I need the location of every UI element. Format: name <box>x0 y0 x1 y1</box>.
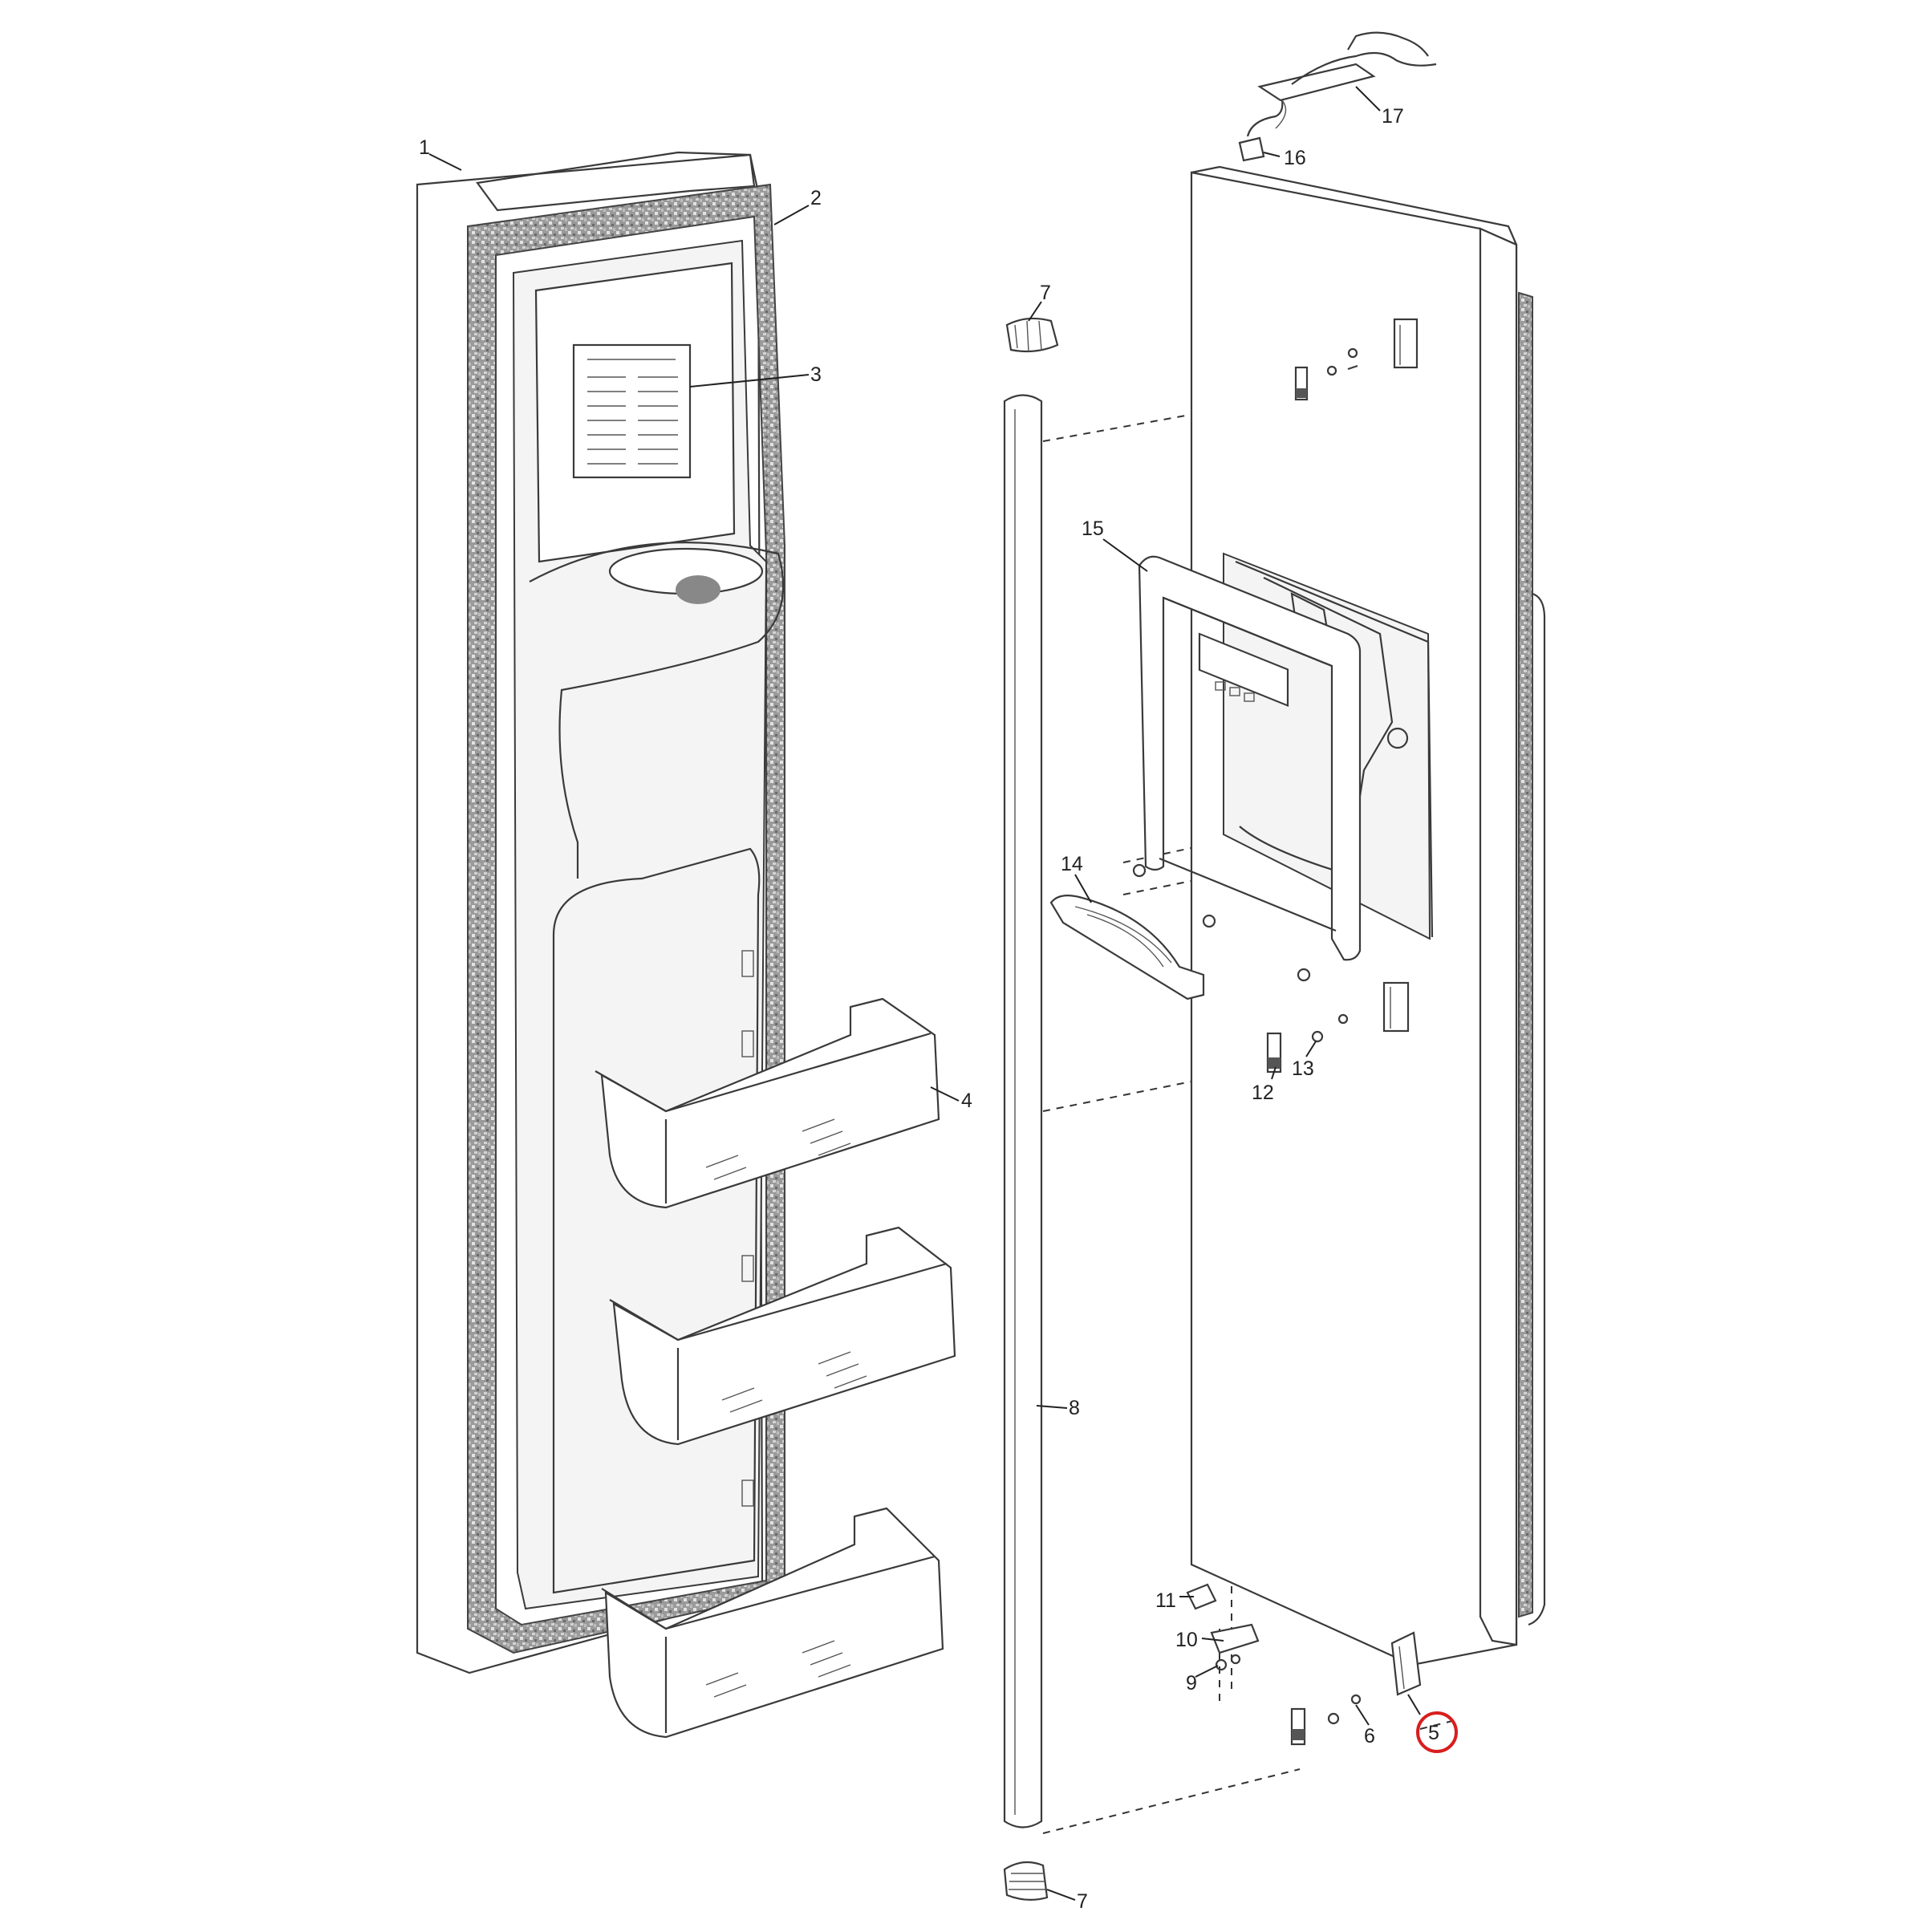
callout-9: 9 <box>1186 1672 1197 1695</box>
door-bin-middle <box>609 1226 956 1446</box>
screw-icon <box>1230 1654 1241 1665</box>
control-buttons <box>1215 681 1255 702</box>
handle-end-cap-top <box>1005 317 1059 353</box>
callout-11: 11 <box>1155 1589 1176 1612</box>
ice-chute-flap <box>676 575 720 604</box>
door-top-edge <box>1191 165 1518 246</box>
callout-5: 5 <box>1428 1722 1439 1744</box>
door-bin-upper <box>595 997 940 1209</box>
washer-icon <box>1350 1694 1362 1705</box>
callout-7-bottom: 7 <box>1077 1890 1088 1913</box>
callout-17: 17 <box>1382 105 1404 128</box>
control-display <box>1198 632 1289 707</box>
door-side-edge <box>1479 227 1518 1646</box>
hinge-bracket-top <box>1393 318 1419 369</box>
shelf-slot <box>741 1030 754 1057</box>
hinge-cover <box>1390 1631 1422 1696</box>
hinge-bushing <box>1186 1583 1217 1610</box>
hardware <box>1132 31 1437 1746</box>
dispenser-control-panel <box>1138 555 1362 961</box>
lower-cavity <box>552 847 761 1594</box>
callout-labels: 1 2 3 4 5 6 7 8 7 9 10 11 12 13 14 15 16… <box>419 105 1439 1913</box>
door-handle <box>1003 394 1043 1828</box>
callout-3: 3 <box>810 363 822 386</box>
screw-icon <box>1297 968 1311 982</box>
washer-icon <box>1326 365 1337 376</box>
callout-8: 8 <box>1069 1397 1080 1419</box>
drip-tray <box>1049 895 1205 1000</box>
washer-icon <box>1311 1030 1324 1043</box>
callout-6: 6 <box>1364 1725 1375 1747</box>
left-door-assembly <box>416 151 785 1674</box>
callout-1: 1 <box>419 136 430 159</box>
dispenser-recess <box>1223 552 1431 940</box>
shelf-slot <box>741 1479 754 1507</box>
dispenser-housing <box>529 542 785 879</box>
callout-4: 4 <box>961 1090 972 1112</box>
hinge-plate <box>1210 1623 1260 1654</box>
washer-icon <box>1347 347 1358 359</box>
handle-end-cap-bottom <box>1003 1861 1049 1901</box>
washer-icon <box>1337 1013 1349 1025</box>
shelf-slot <box>741 1255 754 1282</box>
screw-icon <box>1132 863 1147 878</box>
instruction-label <box>572 343 692 479</box>
callout-13: 13 <box>1292 1057 1314 1080</box>
top-hinge-wire-harness <box>1238 31 1437 162</box>
right-door-gasket <box>1518 291 1533 1618</box>
right-door-assembly <box>1190 165 1546 1666</box>
callout-2: 2 <box>810 187 822 209</box>
callout-15: 15 <box>1082 518 1104 540</box>
callout-10: 10 <box>1175 1629 1198 1651</box>
dispenser-recess-edge <box>1235 560 1434 938</box>
callout-12: 12 <box>1252 1082 1274 1104</box>
dispenser-inner-cavity <box>1239 577 1394 876</box>
hinge-bracket-mid <box>1382 981 1410 1033</box>
door-bin-lower <box>601 1507 944 1739</box>
callout-7-top: 7 <box>1040 282 1051 304</box>
door-liner-edge <box>1528 592 1546 1626</box>
screw-icon <box>1327 1712 1340 1725</box>
callout-16: 16 <box>1284 147 1306 169</box>
screw-icon <box>1202 914 1216 928</box>
leader-lines <box>428 86 1421 1901</box>
highlight-circle <box>1416 1711 1458 1753</box>
screw-icon <box>1347 364 1358 371</box>
callout-14: 14 <box>1061 853 1083 875</box>
shelf-slot <box>741 950 754 977</box>
dispenser-lever-pivot <box>1386 727 1409 749</box>
screw-icon <box>1215 1658 1228 1671</box>
